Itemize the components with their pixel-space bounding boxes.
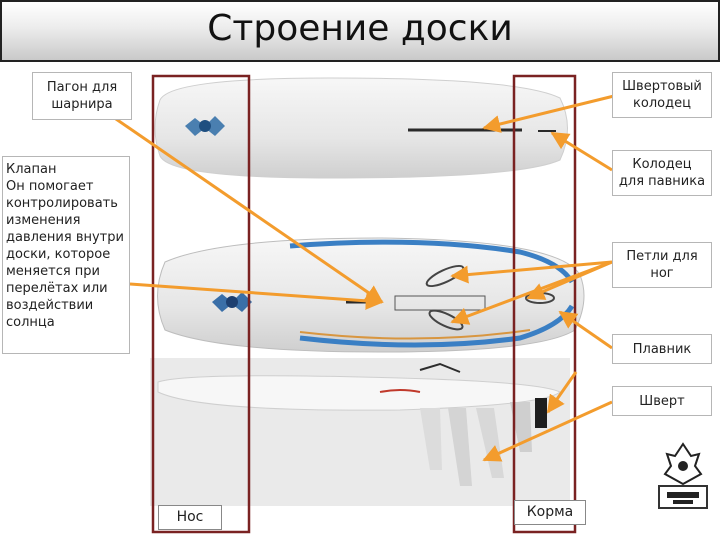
- arrow-centerboard: [482, 400, 613, 462]
- label-mast-track-line1: Колодец: [632, 157, 692, 172]
- title-bar: Строение доски: [0, 0, 720, 62]
- label-valve-line7: меняется при: [6, 264, 100, 279]
- arrow-fin-top: [558, 310, 613, 350]
- arrow-foot-strap-3: [526, 260, 613, 300]
- nose-frame: [151, 74, 251, 534]
- corner-logo: [658, 442, 708, 509]
- label-nose: Нос: [158, 505, 222, 530]
- board-brand-logo: [185, 116, 225, 136]
- label-valve-line9: воздействии: [6, 298, 94, 313]
- label-valve-line6: доски, которое: [6, 247, 111, 262]
- label-valve-line1: Клапан: [6, 162, 57, 177]
- label-tail: Корма: [514, 500, 586, 525]
- board-side-view: [150, 358, 570, 506]
- label-fin: Плавник: [612, 334, 712, 364]
- pointer-arrows: [99, 94, 615, 462]
- label-hinge-strap: Пагон для шарнира: [32, 72, 132, 120]
- page-title: Строение доски: [207, 8, 513, 49]
- arrow-foot-strap-1: [450, 260, 613, 284]
- label-centerboard-well: Швертовый колодец: [612, 72, 712, 118]
- label-valve-line3: контролировать: [6, 196, 118, 211]
- arrow-centerboard-well: [482, 94, 615, 133]
- label-foot-straps-line2: ног: [650, 266, 674, 281]
- tail-frame: [512, 74, 577, 534]
- arrow-mast-track: [550, 131, 613, 172]
- board-top-view: [154, 77, 568, 179]
- label-centerboard-text: Шверт: [639, 394, 685, 409]
- label-hinge-strap-line1: Пагон для: [46, 80, 118, 95]
- label-mast-track-line2: для павника: [618, 174, 706, 189]
- arrow-valve: [129, 282, 384, 310]
- arrow-fin-side: [546, 371, 578, 414]
- label-valve-line4: изменения: [6, 213, 81, 228]
- arrow-hinge-strap: [99, 106, 384, 304]
- label-valve-line5: давления внутри: [6, 230, 124, 245]
- fin-shape: [535, 398, 547, 428]
- label-valve-line10: солнца: [6, 315, 55, 330]
- label-mast-track: Колодец для павника: [612, 150, 712, 196]
- label-centerboard: Шверт: [612, 386, 712, 416]
- deck-brand-logo: [212, 292, 252, 312]
- label-foot-straps: Петли для ног: [612, 242, 712, 288]
- label-valve: Клапан Он помогает контролировать измене…: [2, 156, 130, 354]
- label-foot-straps-line1: Петли для: [626, 249, 698, 264]
- label-centerboard-well-line2: колодец: [633, 96, 691, 111]
- label-hinge-strap-line2: шарнира: [51, 97, 113, 112]
- label-valve-line8: перелётах или: [6, 281, 108, 296]
- label-valve-line2: Он помогает: [6, 179, 94, 194]
- label-centerboard-well-line1: Швертовый: [622, 79, 702, 94]
- label-fin-text: Плавник: [632, 342, 692, 357]
